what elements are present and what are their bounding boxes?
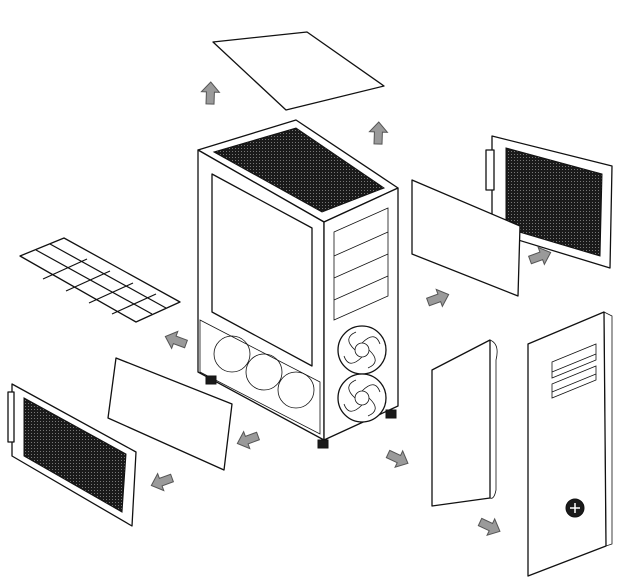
arrow-left-lower bbox=[147, 469, 176, 495]
front-mesh-panel-left bbox=[7, 383, 137, 527]
arrow-right-middle bbox=[424, 285, 453, 311]
arrow-left-middle bbox=[233, 427, 262, 453]
main-chassis bbox=[197, 119, 399, 449]
arrow-left-upper bbox=[161, 327, 190, 353]
side-glass-panel-right bbox=[411, 179, 521, 297]
rear-mesh-panel-top bbox=[485, 135, 613, 269]
arrow-up-left bbox=[200, 81, 221, 105]
front-door-panel bbox=[527, 311, 613, 577]
side-door-panel bbox=[431, 339, 498, 507]
arrow-up-right bbox=[368, 121, 389, 145]
arrow-down-middle bbox=[383, 445, 413, 472]
dust-filter-grid bbox=[19, 237, 181, 323]
side-glass-panel-left bbox=[107, 357, 233, 471]
brand-emblem-icon bbox=[565, 498, 585, 518]
top-cover-panel bbox=[212, 31, 385, 111]
arrow-down-right bbox=[475, 513, 505, 540]
